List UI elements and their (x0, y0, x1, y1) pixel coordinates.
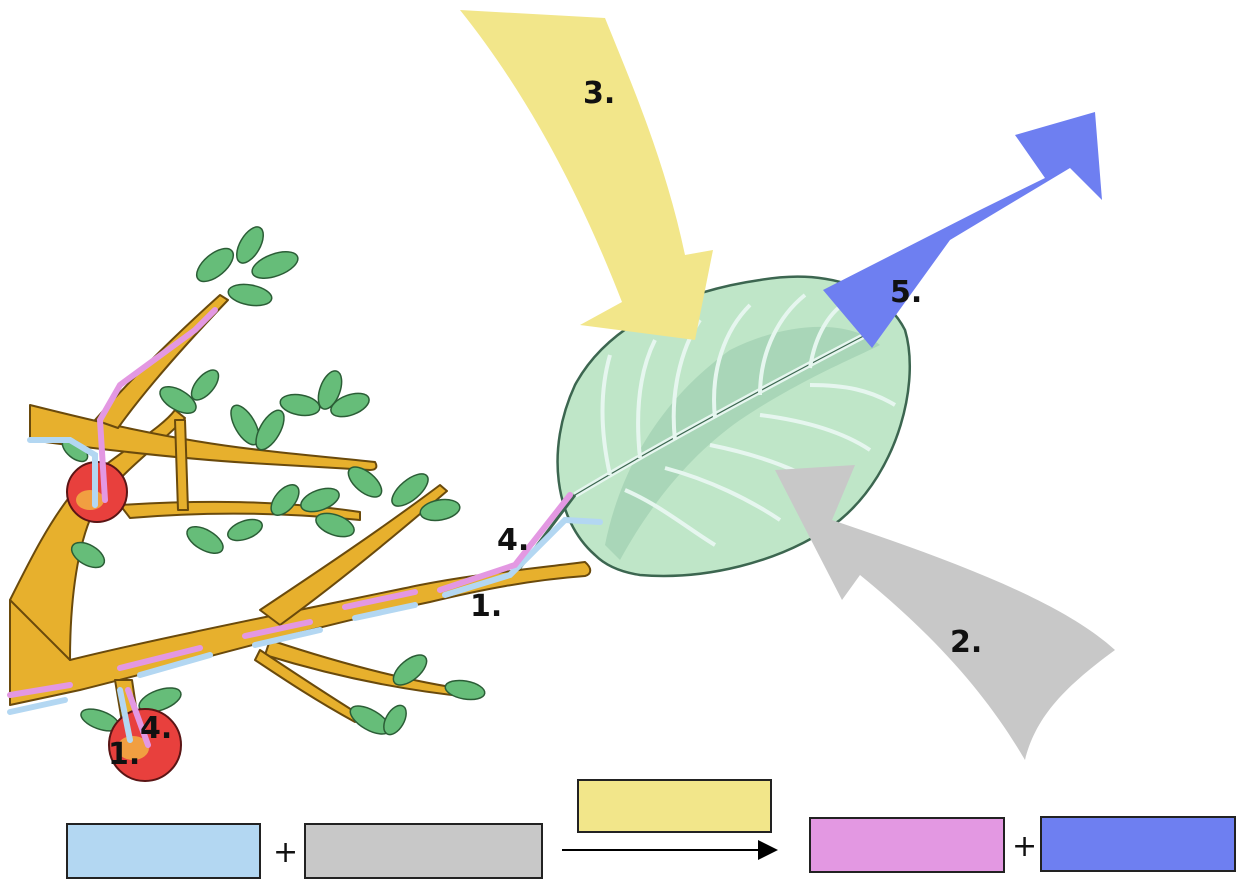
box-water[interactable] (66, 823, 261, 879)
label-light-arrow: 3. (583, 76, 615, 111)
label-stem-sugar: 4. (497, 523, 529, 558)
plus-right: + (1012, 829, 1037, 864)
label-fruit-water: 1. (108, 737, 140, 772)
small-leaves (61, 226, 486, 736)
box-sugar[interactable] (809, 817, 1005, 873)
light-arrow (460, 10, 713, 340)
gas-out-arrow (823, 112, 1102, 348)
label-fruit-sugar: 4. (140, 711, 172, 746)
plus-left: + (273, 835, 298, 870)
gas-in-arrow (775, 465, 1115, 760)
label-gas-out-arrow: 5. (890, 275, 922, 310)
box-light[interactable] (577, 779, 772, 833)
water-flow-arrows (7, 437, 603, 743)
label-stem-water: 1. (470, 589, 502, 624)
sugar-flow-arrows (7, 307, 573, 748)
box-oxygen[interactable] (1040, 816, 1236, 872)
box-carbon-dioxide[interactable] (304, 823, 543, 879)
label-gas-in-arrow: 2. (950, 625, 982, 660)
